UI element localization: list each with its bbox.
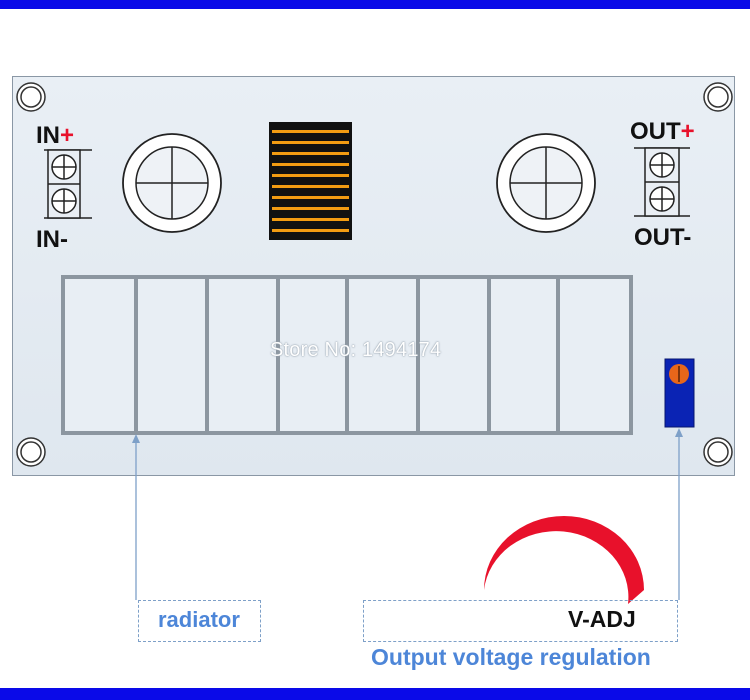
mounting-hole-icon <box>16 82 46 112</box>
screw-terminal-icon <box>51 188 77 214</box>
input-label-text: IN <box>36 122 60 149</box>
screw-terminal-icon <box>649 152 675 178</box>
radiator-leader-line <box>132 434 140 600</box>
plus-sign: + <box>60 122 75 149</box>
plus-sign: + <box>680 118 695 145</box>
radiator-heatsink <box>61 275 633 435</box>
output-negative-label: OUT- <box>634 224 692 251</box>
top-border-band <box>0 0 750 9</box>
radiator-callout-label: radiator <box>158 607 240 632</box>
rotation-arc-icon <box>484 516 644 604</box>
output-positive-label: OUT+ <box>630 120 695 144</box>
v-adj-callout-box <box>363 600 678 642</box>
screw-terminal-icon <box>649 186 675 212</box>
inductor-icon <box>269 122 352 240</box>
output-terminal-block <box>634 147 690 217</box>
potentiometer-icon <box>664 358 695 428</box>
input-negative-label: IN- <box>36 226 68 253</box>
screw-terminal-icon <box>51 154 77 180</box>
v-adj-callout-label: V-ADJ <box>568 606 636 632</box>
input-terminal-block <box>44 149 92 219</box>
radiator-callout-box <box>138 600 261 642</box>
capacitor-left <box>122 133 222 233</box>
capacitor-right <box>496 133 596 233</box>
v-adj-leader-line <box>675 428 683 600</box>
store-watermark: Store No: 1494174 <box>270 339 442 361</box>
input-positive-label: IN+ <box>36 124 74 148</box>
v-adj-caption: Output voltage regulation <box>371 644 651 670</box>
output-label-text: OUT <box>630 118 681 145</box>
mounting-hole-icon <box>16 437 46 467</box>
bottom-border-band <box>0 688 750 700</box>
mounting-hole-icon <box>703 82 733 112</box>
mounting-hole-icon <box>703 437 733 467</box>
